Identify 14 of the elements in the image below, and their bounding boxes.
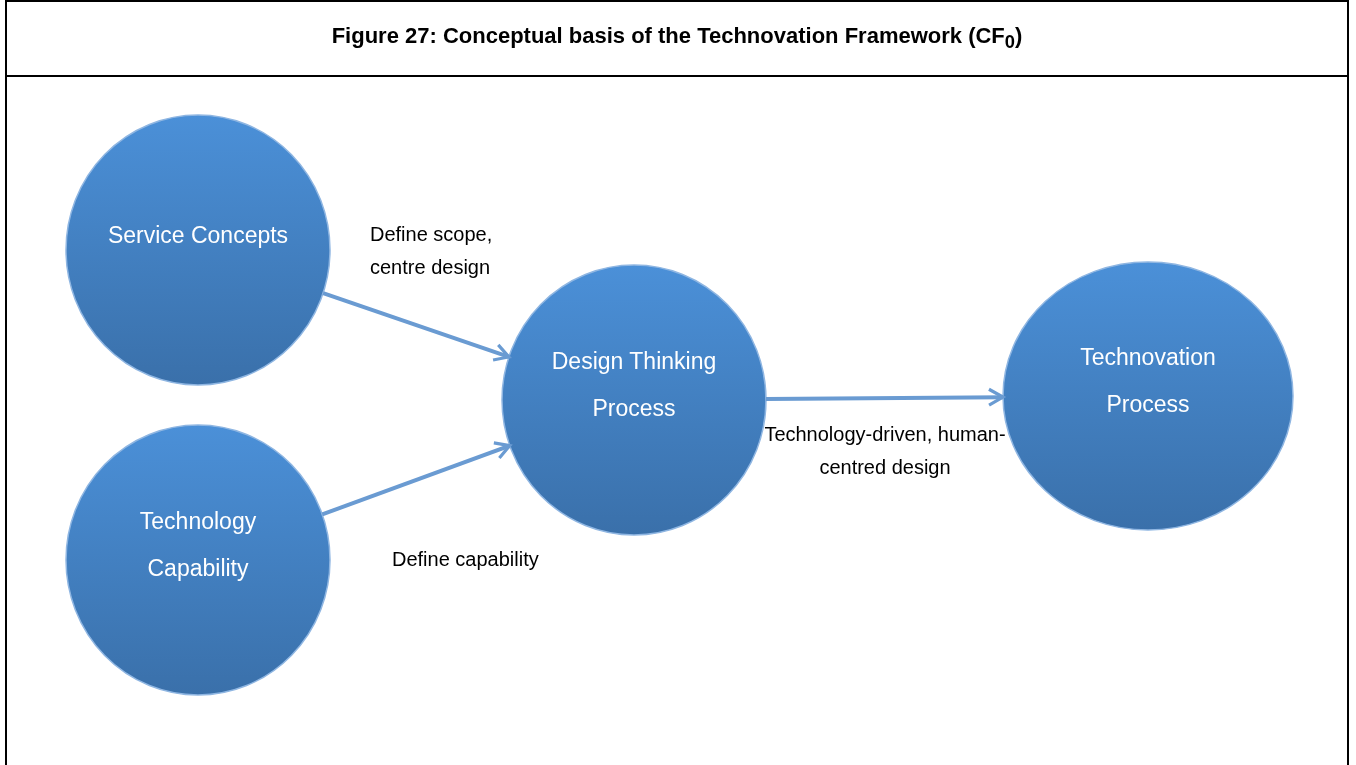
- figure-title: Figure 27: Conceptual basis of the Technovation Framework (CF$_{0}$): [331, 23, 1023, 54]
- process-circle: [65, 114, 331, 386]
- process-circle: [65, 424, 331, 696]
- arrow: [321, 441, 512, 517]
- edge-label: Technology-driven, human-centred design: [763, 422, 1007, 480]
- edge-label: Define capability: [392, 547, 540, 572]
- edge-label: Define scope, centre design: [370, 222, 494, 280]
- node-label: Technology Capability: [138, 507, 258, 583]
- process-circle: [501, 264, 767, 536]
- arrow: [322, 291, 511, 362]
- node-label: Design Thinking Process: [550, 347, 718, 423]
- node-label: Service Concepts: [106, 220, 290, 250]
- node-label: Technovation Process: [1079, 343, 1217, 419]
- arrow: [766, 387, 1005, 407]
